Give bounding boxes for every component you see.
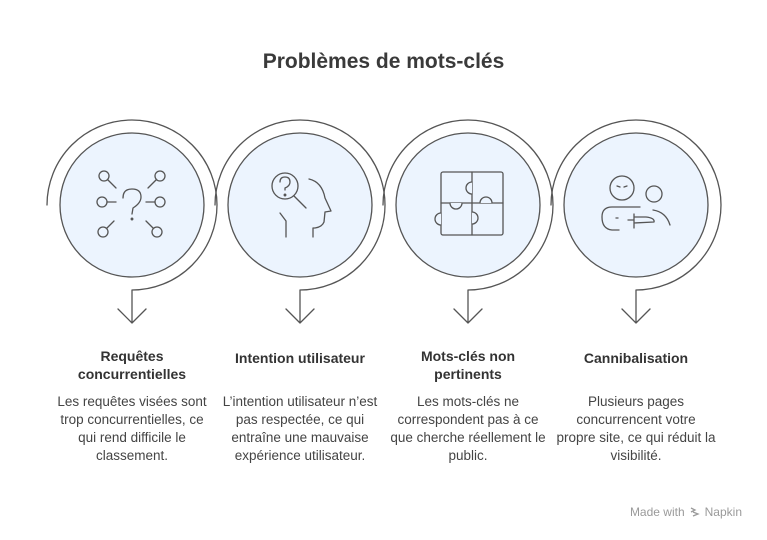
head-question-magnifier-icon [271, 172, 332, 238]
step-4-text: Cannibalisation Plusieurs pages concurre… [556, 347, 716, 465]
step-4-circle [563, 132, 709, 278]
step-2-arc-arrow [214, 119, 386, 324]
search-network-question-icon [96, 170, 166, 238]
step-1-graphic [46, 119, 218, 324]
step-4-description: Plusieurs pages concurrencent votre prop… [556, 394, 716, 463]
step-2-title: Intention utilisateur [235, 350, 365, 366]
napkin-brand: Napkin [704, 505, 742, 519]
step-3-text: Mots-clés non pertinents Les mots-clés n… [388, 347, 548, 465]
step-4-graphic [550, 119, 722, 324]
step-3-circle [395, 132, 541, 278]
step-1-title: Requêtes concurrentielles [77, 348, 187, 382]
competing-users-icon [601, 175, 671, 231]
step-4-arc-arrow [550, 119, 722, 324]
step-2-description: L’intention utilisateur n’est pas respec… [222, 394, 378, 463]
step-3-description: Les mots-clés ne correspondent pas à ce … [390, 394, 546, 463]
napkin-logo-icon [690, 507, 700, 517]
napkin-credit: Made with Napkin [630, 505, 742, 519]
step-3-title: Mots-clés non pertinents [420, 348, 516, 382]
step-2-circle [227, 132, 373, 278]
step-1-description: Les requêtes visées sont trop concurrent… [57, 394, 207, 463]
puzzle-icon [434, 171, 504, 236]
page-title: Problèmes de mots-clés [262, 50, 505, 73]
step-1-circle [59, 132, 205, 278]
step-2-graphic [214, 119, 386, 324]
step-1-arc-arrow [46, 119, 218, 324]
step-3-graphic [382, 119, 554, 324]
step-2-text: Intention utilisateur L’intention utilis… [220, 347, 380, 465]
step-1-text: Requêtes concurrentielles Les requêtes v… [52, 347, 212, 465]
step-3-arc-arrow [382, 119, 554, 324]
step-4-title: Cannibalisation [583, 350, 689, 366]
made-with-label: Made with [629, 505, 685, 519]
